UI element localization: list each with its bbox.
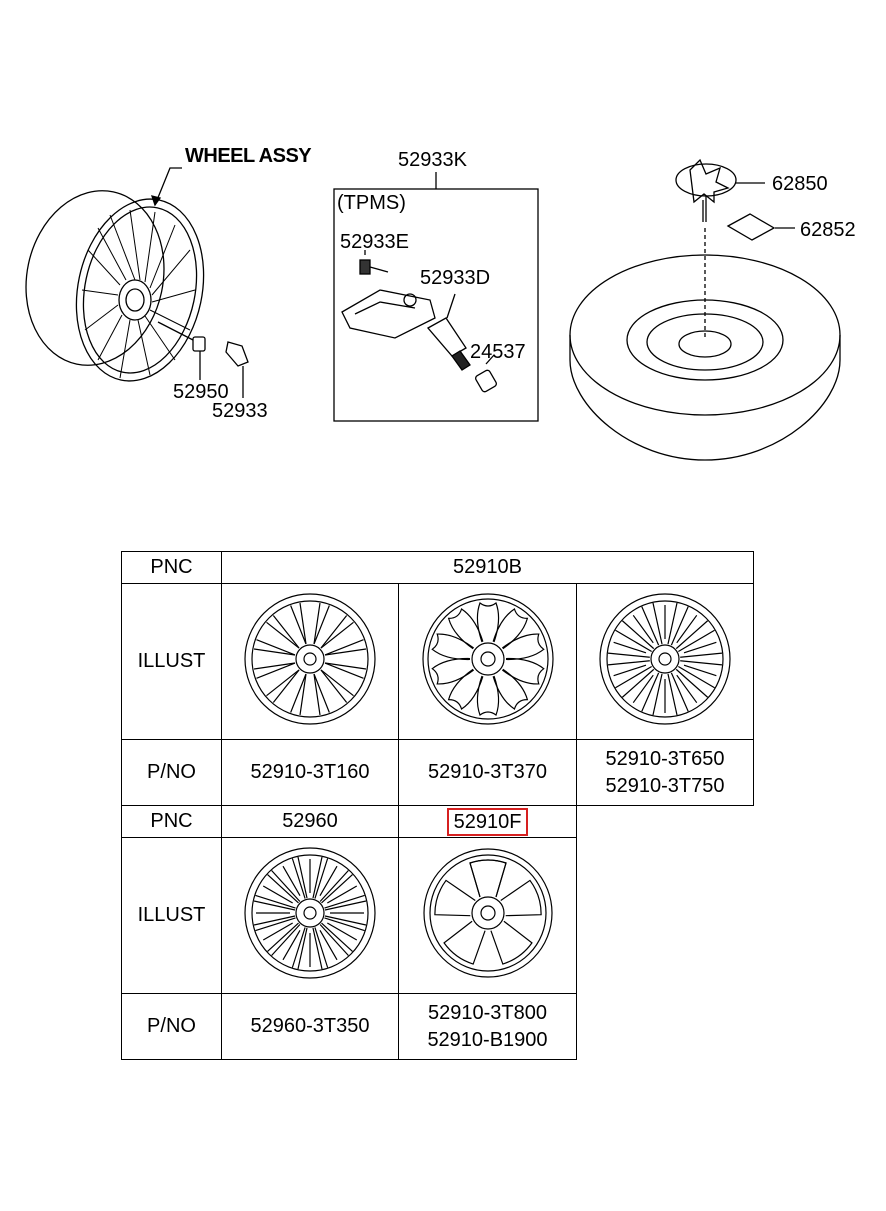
part-number-62850: 62850 xyxy=(772,173,828,195)
pno-header-2: P/NO xyxy=(121,993,222,1060)
pno-cell-5: 52910-3T800 52910-B1900 xyxy=(398,993,577,1060)
part-number: 52910-3T800 xyxy=(428,1001,547,1024)
pnc-52910F-cell: 52910F xyxy=(398,805,577,838)
part-number: 52910-3T650 xyxy=(605,747,725,770)
part-number-52950: 52950 xyxy=(173,381,229,403)
part-number: 52910-B1900 xyxy=(427,1028,548,1051)
part-number-62852: 62852 xyxy=(800,219,856,241)
spare-tire-illustration xyxy=(569,158,841,461)
tpms-kit-part-number: 52933K xyxy=(398,149,467,171)
part-number: 52910-3T370 xyxy=(428,761,547,783)
part-number: 52910-3T750 xyxy=(605,774,725,797)
illust-header: ILLUST xyxy=(121,583,222,740)
pno-cell-2: 52910-3T370 xyxy=(398,739,577,806)
wheel-assy-label: WHEEL ASSY xyxy=(185,145,312,167)
part-number: 52960-3T350 xyxy=(250,1015,370,1037)
empty-cell xyxy=(577,838,754,994)
part-number-24537: 24537 xyxy=(470,341,526,363)
part-number-52933D: 52933D xyxy=(420,267,491,289)
part-number-52933E: 52933E xyxy=(340,231,409,253)
tpms-kit-illustration xyxy=(333,172,539,422)
pnc-52910B: 52910B xyxy=(221,551,754,584)
empty-cell xyxy=(577,994,754,1060)
wheel-illustration-3T160 xyxy=(221,583,399,740)
parts-table: PNC 52910B ILLUST xyxy=(121,551,754,1060)
pno-header: P/NO xyxy=(121,739,222,806)
pno-cell-4: 52960-3T350 xyxy=(221,993,399,1060)
wheel-illustration-3T800 xyxy=(398,837,577,994)
tpms-label: (TPMS) xyxy=(337,192,406,214)
exploded-diagram xyxy=(25,158,841,461)
wheel-illustration-3T350 xyxy=(221,837,399,994)
empty-cell xyxy=(577,806,754,838)
pno-cell-3: 52910-3T650 52910-3T750 xyxy=(576,739,754,806)
illust-header-2: ILLUST xyxy=(121,837,222,994)
pnc-header: PNC xyxy=(121,551,222,584)
wheel-illustration-3T650 xyxy=(576,583,754,740)
pno-cell-1: 52910-3T160 xyxy=(221,739,399,806)
wheel-assy-illustration xyxy=(25,167,249,398)
pnc-52960: 52960 xyxy=(221,805,399,838)
pnc-header-2: PNC xyxy=(121,805,222,838)
part-number: 52910-3T160 xyxy=(250,761,370,783)
pnc-52910F-highlighted[interactable]: 52910F xyxy=(446,807,529,836)
wheel-illustration-3T370 xyxy=(398,583,577,740)
part-number-52933: 52933 xyxy=(212,400,268,422)
